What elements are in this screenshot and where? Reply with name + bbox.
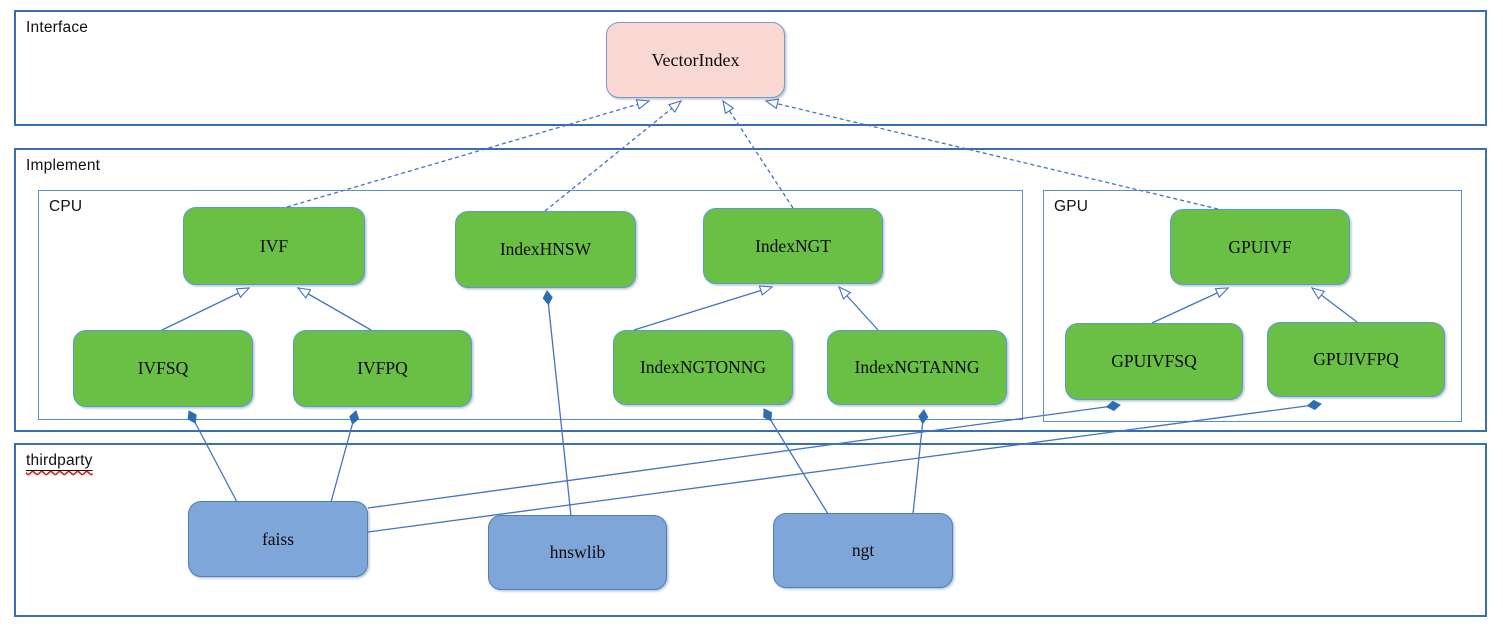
gpu-container-label: GPU	[1054, 198, 1089, 215]
node-hnswlib: hnswlib	[488, 515, 667, 590]
node-ivf: IVF	[183, 207, 365, 285]
node-indexngtonng: IndexNGTONNG	[613, 330, 793, 405]
node-gpuivfsq-label: GPUIVFSQ	[1111, 351, 1197, 371]
node-ivfsq: IVFSQ	[73, 330, 253, 407]
node-hnswlib-label: hnswlib	[549, 542, 606, 562]
node-ivf-label: IVF	[259, 235, 289, 256]
node-ivfpq: IVFPQ	[293, 330, 472, 407]
node-gpuivf-label: GPUIVF	[1228, 236, 1292, 257]
node-indexngtonng-label: IndexNGTONNG	[639, 357, 767, 377]
node-indexhnsw-label: IndexHNSW	[499, 239, 592, 259]
node-faiss-label: faiss	[261, 528, 295, 549]
thirdparty-container-label: thirdparty	[26, 452, 93, 469]
node-indexngtanng-label: IndexNGTANNG	[854, 357, 980, 377]
node-gpuivfpq: GPUIVFPQ	[1267, 322, 1445, 397]
node-gpuivfpq-label: GPUIVFPQ	[1313, 349, 1399, 369]
node-vectorindex-label: VectorIndex	[651, 49, 740, 70]
node-gpuivf: GPUIVF	[1170, 209, 1350, 285]
node-ngt-label: ngt	[851, 540, 875, 560]
node-gpuivfsq: GPUIVFSQ	[1065, 323, 1243, 400]
node-ivfpq-label: IVFPQ	[357, 358, 408, 378]
node-indexngt: IndexNGT	[703, 208, 883, 284]
node-ivfsq-label: IVFSQ	[137, 358, 189, 378]
node-indexngt-label: IndexNGT	[755, 235, 831, 256]
cpu-container-label: CPU	[49, 198, 83, 215]
node-vectorindex: VectorIndex	[606, 22, 785, 98]
node-indexhnsw: IndexHNSW	[455, 211, 636, 288]
implement-container-label: Implement	[26, 157, 101, 174]
node-faiss: faiss	[188, 501, 368, 577]
node-indexngtanng: IndexNGTANNG	[827, 330, 1007, 405]
node-ngt: ngt	[773, 513, 953, 588]
interface-container-label: Interface	[26, 19, 89, 36]
